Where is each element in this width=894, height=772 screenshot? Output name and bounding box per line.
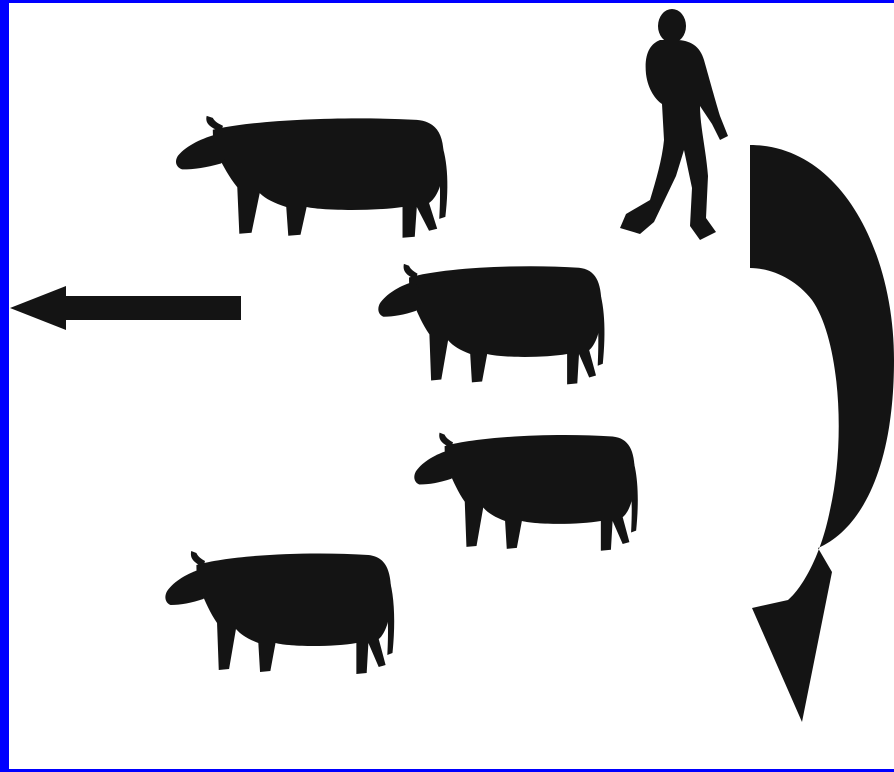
cow-3 [414,433,638,551]
cow-1 [176,116,447,238]
cow-4 [165,551,394,674]
person-walking-icon [620,9,728,240]
curved-arrow-down-icon [750,145,894,722]
arrow-left-icon [10,286,241,330]
cow-2 [378,264,604,385]
